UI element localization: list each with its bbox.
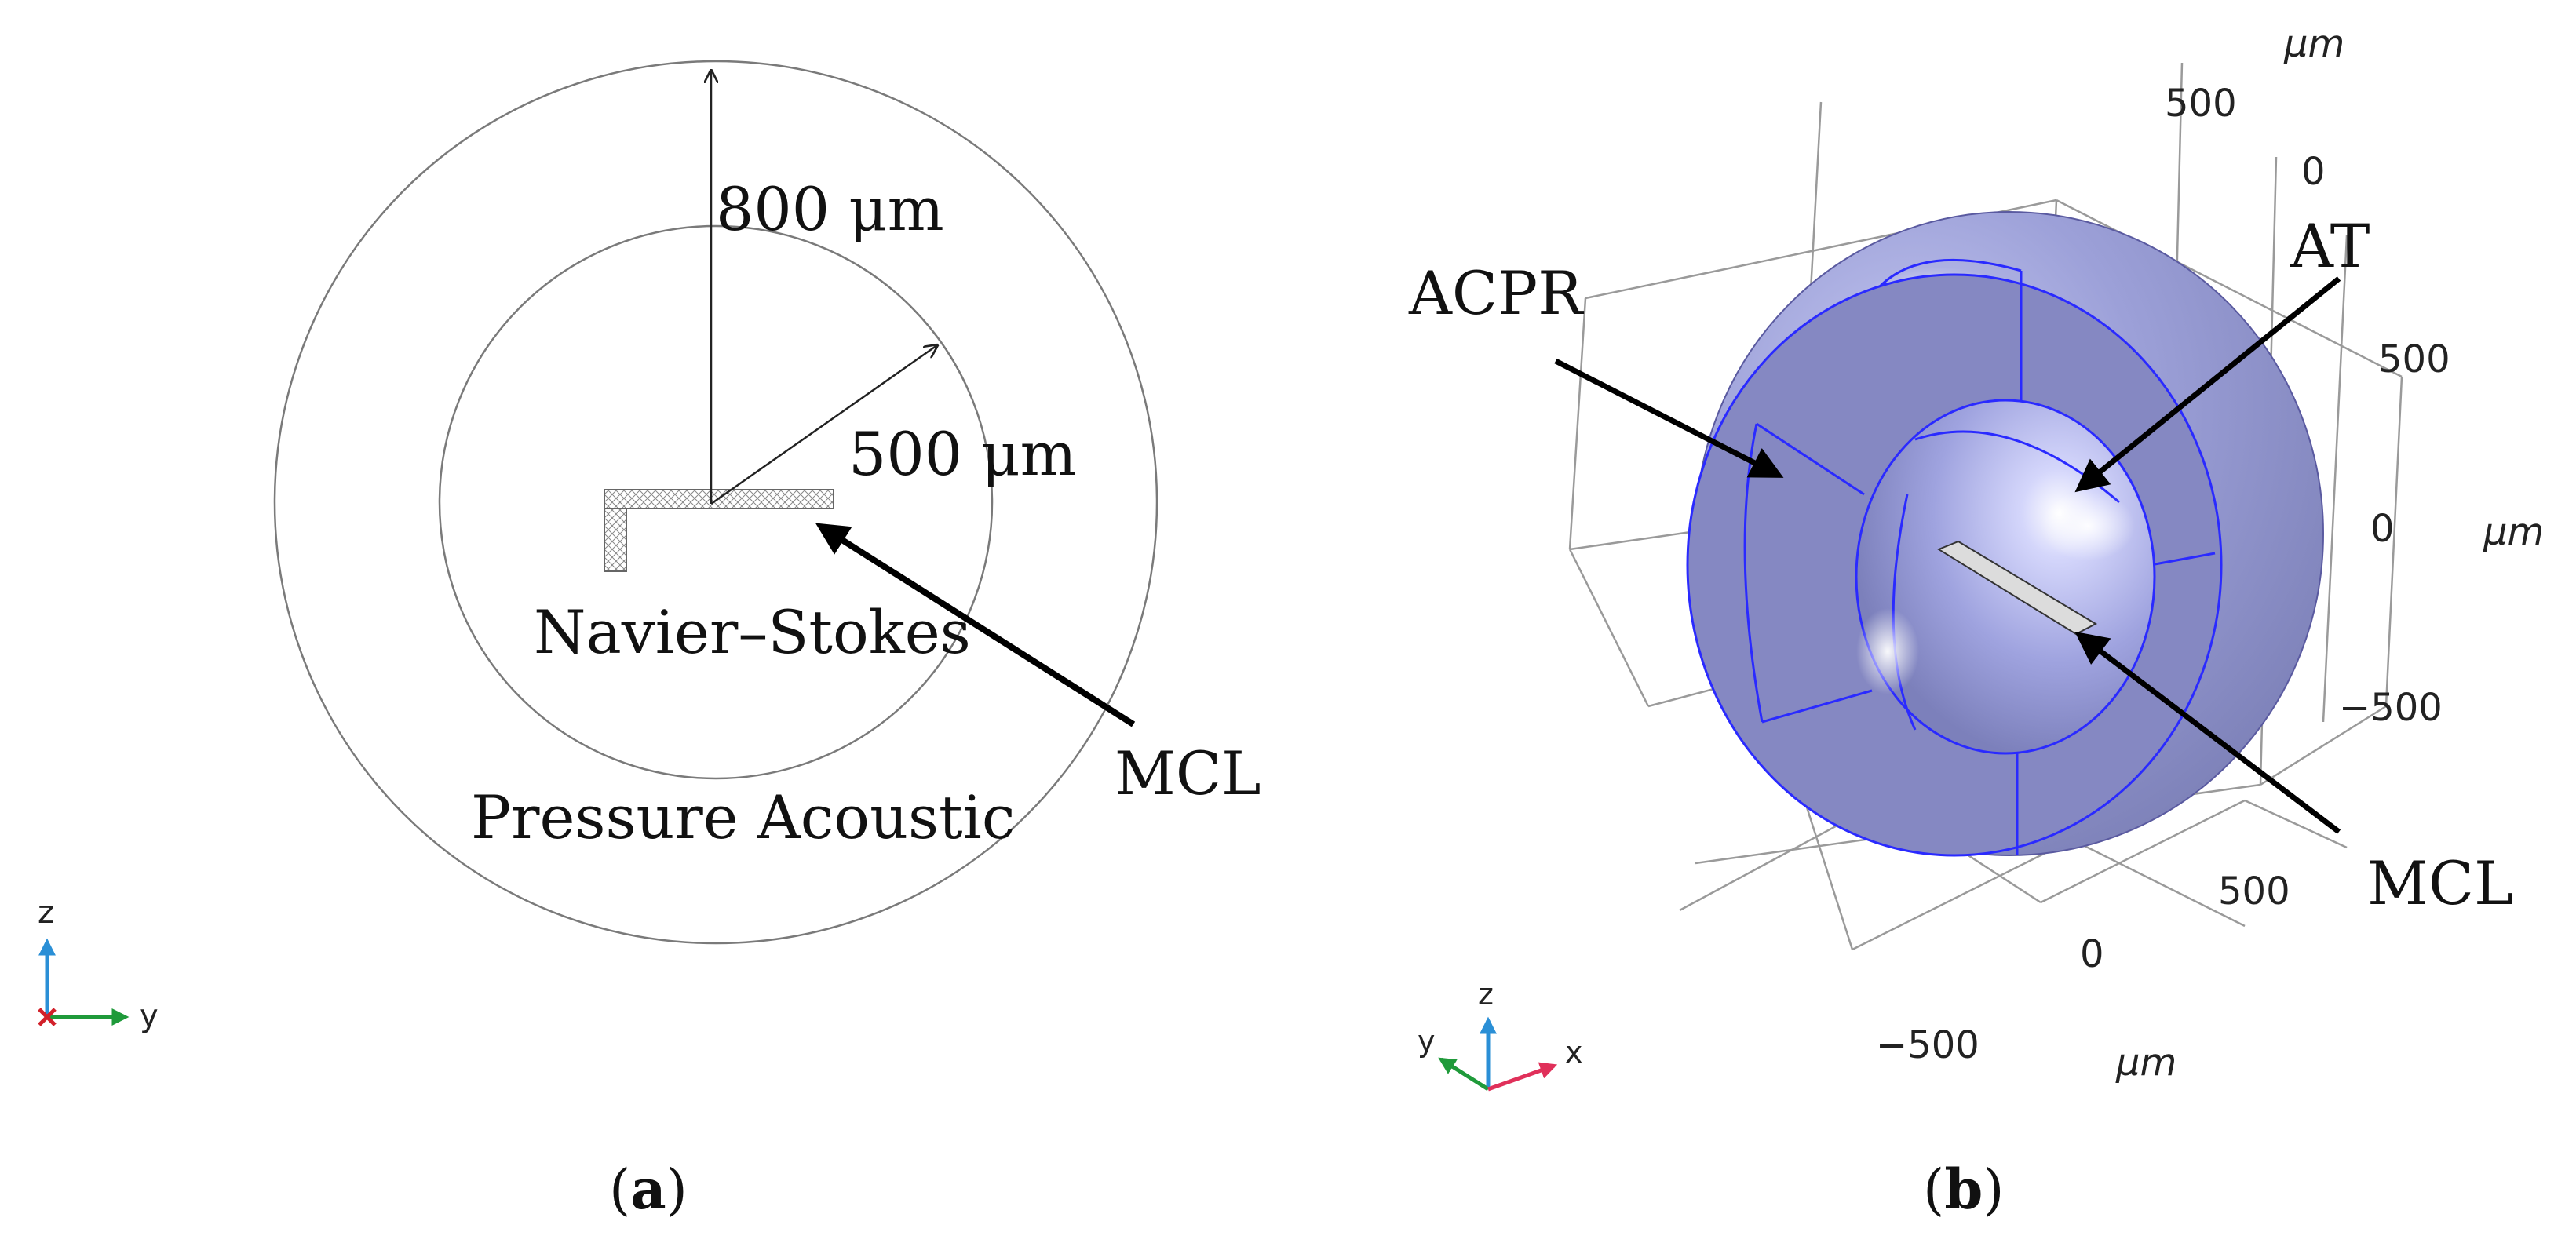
inner-domain-circle xyxy=(438,224,994,780)
z-axis-label-b: z xyxy=(1478,977,1494,1012)
caption-a: (a) xyxy=(609,1157,688,1222)
cavity-highlight-2 xyxy=(1856,608,1919,694)
at-pointer-arrow xyxy=(2074,276,2341,493)
tick-bottom-500: 500 xyxy=(2218,869,2290,913)
tick-top-0: 0 xyxy=(2301,150,2326,194)
unit-bottom: μm xyxy=(2115,1041,2176,1084)
tick-bottom-neg500: −500 xyxy=(1876,1023,1979,1067)
mcl-cantilever xyxy=(1936,540,2098,636)
y-axis-label-b: y xyxy=(1418,1024,1436,1059)
z-axis-label: z xyxy=(38,895,54,931)
tick-right-0: 0 xyxy=(2370,507,2395,551)
axis-triad-b: z y x xyxy=(1418,977,1583,1092)
acpr-pointer-arrow xyxy=(1554,358,1784,478)
dim-800-label: 800 μm xyxy=(716,174,944,244)
outer-domain-circle xyxy=(273,60,1158,945)
caption-b: (b) xyxy=(1923,1157,2005,1222)
caption-a-letter: a xyxy=(630,1157,666,1222)
at-label: AT xyxy=(2290,211,2370,281)
axis-triad-a: z y xyxy=(38,895,159,1034)
x-axis-label-b: x xyxy=(1565,1035,1583,1070)
caption-b-letter: b xyxy=(1944,1157,1983,1222)
tick-bottom-0: 0 xyxy=(2080,932,2104,976)
x-axis-arrow-b xyxy=(1487,1062,1558,1092)
navier-stokes-label: Navier–Stokes xyxy=(534,597,971,667)
cavity-highlight xyxy=(2041,490,2135,561)
y-axis-label: y xyxy=(140,998,159,1034)
mcl-label-b: MCL xyxy=(2367,848,2513,918)
tick-right-neg500: −500 xyxy=(2339,686,2443,730)
radius-500-arrow xyxy=(710,345,937,505)
x-axis-marker xyxy=(38,1008,57,1026)
acpr-label: ACPR xyxy=(1408,258,1585,328)
ring-edges xyxy=(1743,258,2216,855)
unit-top: μm xyxy=(2283,22,2344,66)
panel-a: 800 μm 500 μm Navier–Stokes Pressure Aco… xyxy=(38,60,1261,1222)
pressure-acoustic-label: Pressure Acoustic xyxy=(471,782,1015,852)
panel-b: ACPR AT MCL μm 500 0 500 0 μm −500 500 0… xyxy=(1408,22,2544,1222)
mcl-label-a: MCL xyxy=(1115,738,1261,808)
mcl-mesh xyxy=(604,489,834,572)
y-axis-arrow-b xyxy=(1438,1057,1490,1092)
unit-right: μm xyxy=(2483,510,2544,554)
tick-top-500: 500 xyxy=(2165,82,2237,126)
tick-right-500: 500 xyxy=(2378,337,2450,381)
mcl-pointer-arrow-b xyxy=(2074,631,2341,834)
dim-500-label: 500 μm xyxy=(848,419,1077,489)
mcl-pointer-arrow xyxy=(815,523,1136,727)
